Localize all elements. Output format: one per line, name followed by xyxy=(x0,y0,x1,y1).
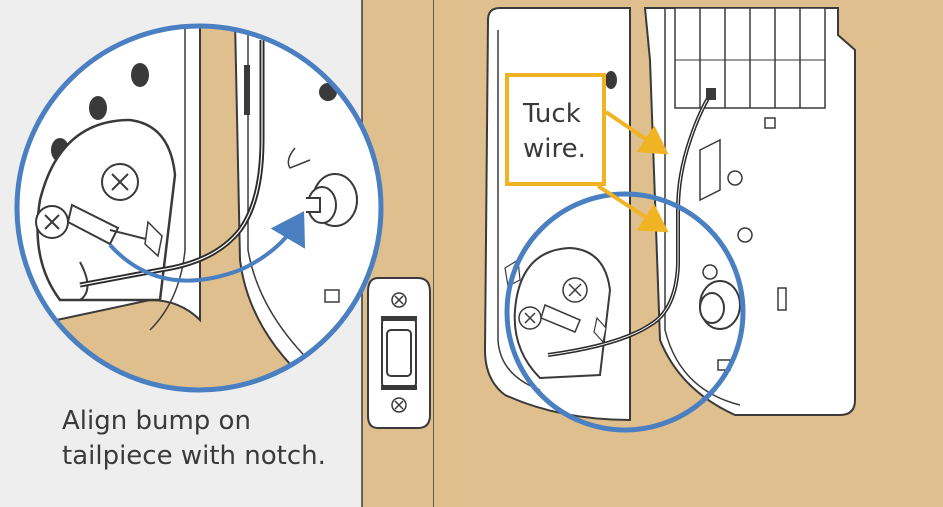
align-arrow xyxy=(108,211,306,283)
left-panel xyxy=(0,0,435,507)
zoom-highlight-circle xyxy=(14,23,384,393)
callout-arrow-upper xyxy=(604,110,669,155)
interior-assembly xyxy=(643,7,856,416)
tuck-wire-line-1: Tuck xyxy=(523,99,581,129)
tuck-wire-callout: Tuck wire. xyxy=(505,73,606,186)
align-caption: Align bump on tailpiece with notch. xyxy=(62,404,362,474)
battery-compartment xyxy=(674,7,826,129)
wire-highlight-circle xyxy=(504,191,746,433)
latch-plate xyxy=(367,277,431,429)
align-caption-line-2: tailpiece with notch. xyxy=(62,441,326,471)
align-caption-line-1: Align bump on xyxy=(62,406,251,436)
callout-arrow-lower xyxy=(596,184,669,233)
tuck-wire-line-2: wire. xyxy=(523,134,586,164)
